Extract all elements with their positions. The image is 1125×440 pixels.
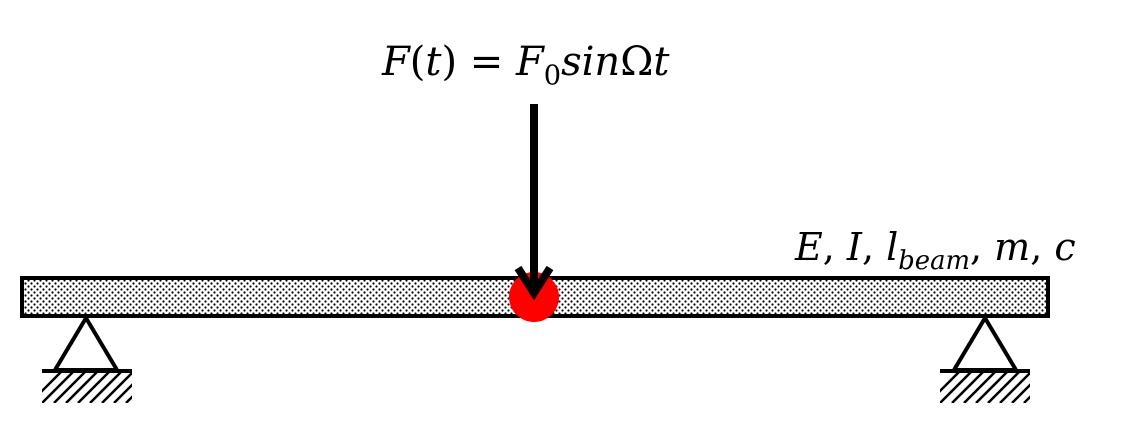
force-open-paren: ( [409,39,426,85]
force-F: F [382,39,410,85]
force-arrow [514,104,554,301]
right-pin-support [940,314,1030,403]
left-pin-support [42,314,132,403]
force-F0-base: F [516,39,544,85]
force-t2: t [653,39,670,85]
force-equals: = [457,39,517,85]
force-label: F(t) = F0sinΩt [382,39,670,90]
force-omega: Ω [620,39,654,85]
beam-l-sub: beam [898,246,970,277]
force-t: t [425,39,442,85]
beam-I: I [846,225,862,269]
beam-sep-2: , [861,225,887,269]
left-ground-hatch [42,371,132,403]
beam-properties-label: E, I, lbeam, m, c [795,225,1076,274]
beam-c: c [1054,225,1076,269]
beam-sep-1: , [822,225,847,269]
beam-E: E [795,225,823,269]
beam-sep-3: , [969,225,995,269]
right-ground-hatch [940,371,1030,403]
force-sin: sin [561,39,621,85]
beam-m: m [994,225,1031,269]
beam-l: l [886,225,899,269]
force-F0-sub: 0 [543,60,562,92]
beam-sep-4: , [1030,225,1055,269]
force-close-paren: ) [441,39,458,85]
